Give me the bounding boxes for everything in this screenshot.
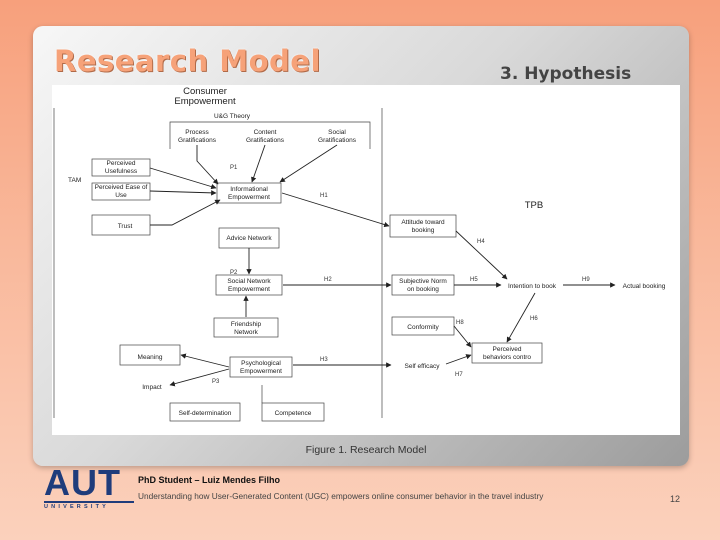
- friendship-network-line2: Network: [234, 329, 259, 336]
- perceived-usefulness-box: [91, 158, 151, 177]
- perceived-ease-line2: Use: [115, 192, 127, 199]
- footer-student: PhD Student – Luiz Mendes Filho: [138, 475, 281, 485]
- perceived-usefulness-line1: Perceived: [107, 160, 136, 167]
- figure-caption: Figure 1. Research Model: [305, 444, 427, 456]
- footer-subtitle: Understanding how User-Generated Content…: [138, 491, 544, 501]
- social-grat-line2: Gratifications: [318, 137, 357, 144]
- arrow-trust-to-info: [150, 199, 221, 226]
- friendship-network-line1: Friendship: [231, 321, 262, 328]
- arrow-process-to-info: [196, 145, 219, 185]
- meaning-box: [119, 344, 181, 366]
- arrow-intention-from-control: [506, 292, 536, 343]
- tam-label: TAM: [68, 177, 81, 184]
- arrow-psych-to-impact: [169, 368, 230, 387]
- arrow-ease-to-info: [149, 190, 217, 196]
- advice-network-label: Advice Network: [226, 235, 272, 242]
- subjective-norm-line2: on booking: [407, 286, 439, 293]
- perceived-control-line2: behaviors contro: [483, 354, 531, 361]
- social-network-emp-line1: Social Network: [227, 278, 271, 285]
- psychological-emp-box: [229, 356, 293, 378]
- process-grat-line1: Process: [185, 129, 209, 136]
- ug-theory-bracket: [169, 121, 371, 127]
- aut-logo-bar: [44, 501, 134, 503]
- label-h3: H3: [320, 357, 328, 363]
- research-model-diagram: Consumer Empowerment TPB U&G Theory Proc…: [53, 86, 666, 422]
- competence-box: [261, 402, 325, 422]
- label-h1: H1: [320, 193, 328, 199]
- arrow-usefulness-to-info: [149, 167, 217, 190]
- aut-logo-text: AUT: [44, 462, 121, 503]
- psychological-emp-line2: Empowerment: [240, 368, 282, 375]
- meaning-label: Meaning: [138, 354, 163, 361]
- arrow-psych-to-meaning: [180, 353, 230, 368]
- perceived-ease-box: [91, 182, 151, 201]
- social-network-emp-line2: Empowerment: [228, 286, 270, 293]
- consumer-empowerment-header-line2: Empowerment: [174, 96, 236, 107]
- label-h4: H4: [477, 239, 485, 245]
- self-determination-box: [169, 402, 241, 422]
- arrow-attitude-to-intention: [455, 230, 508, 280]
- intention-label: Intention to book: [508, 283, 557, 290]
- perceived-usefulness-line2: Usefulness: [105, 168, 138, 175]
- trust-label: Trust: [118, 223, 133, 230]
- psychological-emp-line1: Psychological: [241, 360, 281, 367]
- self-efficacy-label: Self efficacy: [405, 363, 441, 370]
- perceived-ease-line1: Perceived Ease of: [95, 184, 148, 191]
- perceived-control-line1: Perceived: [493, 346, 522, 353]
- arrow-content-to-info: [251, 144, 266, 183]
- section-heading: 3. Hypothesis: [500, 64, 632, 84]
- informational-emp-box: [216, 182, 282, 204]
- arrow-selfefficacy-to-control: [445, 354, 472, 365]
- content-grat-line1: Content: [254, 129, 277, 136]
- actual-booking-label: Actual booking: [623, 283, 666, 290]
- attitude-line1: Attitude toward: [401, 219, 445, 226]
- content-grat-line2: Gratifications: [246, 137, 285, 144]
- slide-title: Research Model: [54, 44, 321, 78]
- label-h5: H5: [470, 277, 478, 283]
- self-determination-label: Self-determination: [179, 410, 232, 417]
- informational-emp-line2: Empowerment: [228, 194, 270, 201]
- attitude-line2: booking: [412, 227, 435, 234]
- label-p3: P3: [212, 379, 220, 385]
- tpb-header: TPB: [525, 200, 543, 211]
- label-p1: P1: [230, 165, 238, 171]
- label-p2: P2: [230, 270, 238, 276]
- label-h2: H2: [324, 277, 332, 283]
- competence-label: Competence: [275, 410, 312, 417]
- perceived-control-box: [471, 342, 543, 364]
- social-grat-line1: Social: [328, 129, 346, 136]
- aut-logo: AUT UNIVERSITY: [44, 462, 134, 510]
- subjective-norm-line1: Subjective Norm: [399, 278, 447, 285]
- attitude-box: [389, 214, 457, 238]
- arrow-conformity-to-control: [453, 325, 472, 348]
- friendship-network-box: [213, 317, 279, 338]
- consumer-empowerment-header-line1: Consumer: [183, 86, 227, 97]
- process-grat-line2: Gratifications: [178, 137, 217, 144]
- research-model-figure: Consumer Empowerment TPB U&G Theory Proc…: [52, 85, 680, 456]
- ug-theory-label: U&G Theory: [214, 113, 251, 120]
- conformity-label: Conformity: [407, 324, 439, 331]
- impact-label: Impact: [142, 384, 162, 391]
- informational-emp-line1: Informational: [230, 186, 268, 193]
- arrow-info-to-attitude: [281, 192, 390, 228]
- arrow-social-to-info: [279, 144, 338, 183]
- label-h9: H9: [582, 277, 590, 283]
- aut-logo-university: UNIVERSITY: [44, 504, 110, 510]
- social-network-emp-box: [215, 274, 283, 296]
- page-number: 12: [670, 494, 681, 504]
- label-h6: H6: [530, 316, 538, 322]
- label-h8: H8: [456, 320, 464, 326]
- label-h7: H7: [455, 372, 463, 378]
